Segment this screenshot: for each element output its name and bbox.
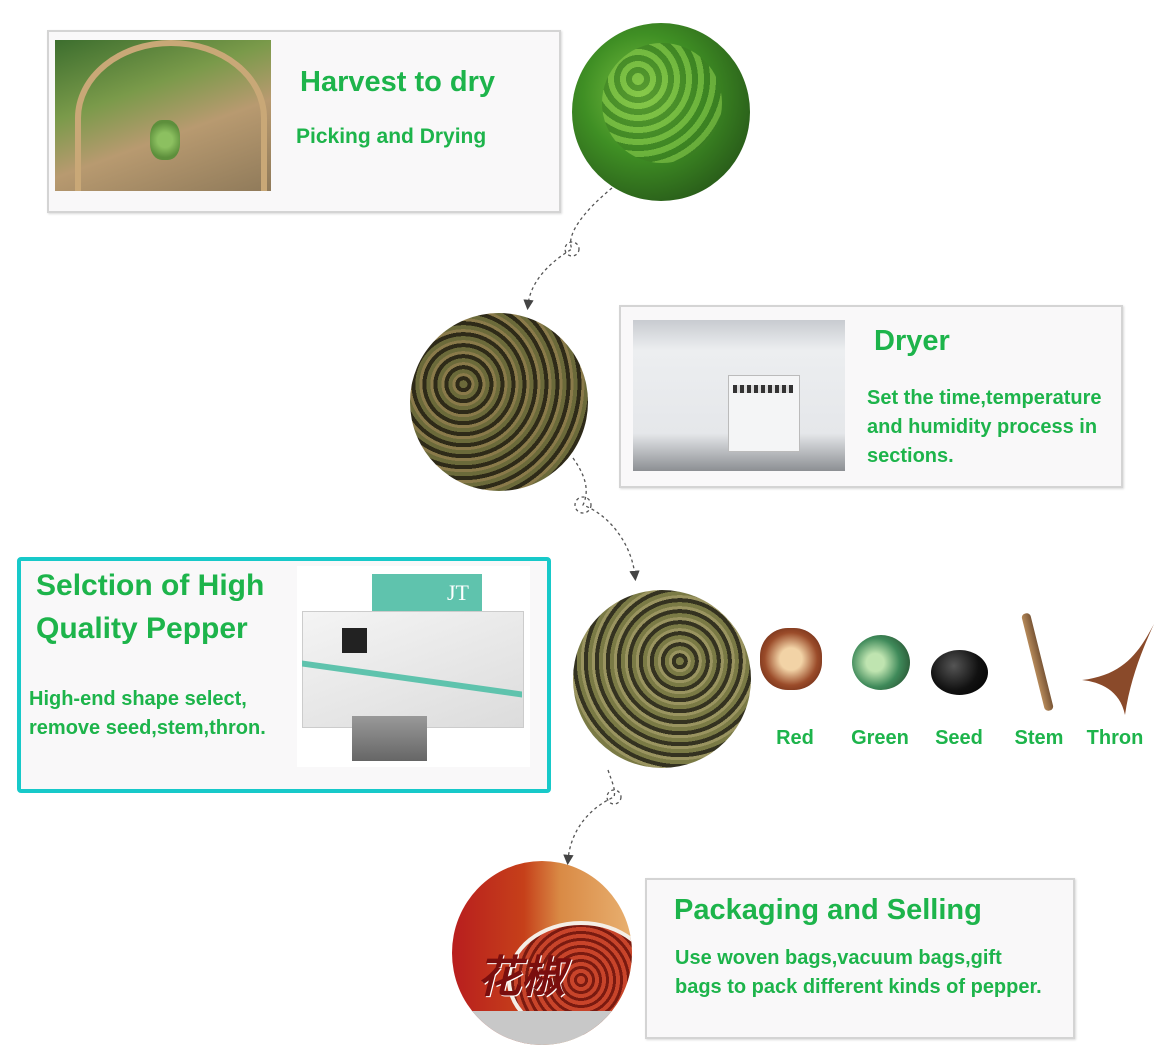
seed-icon: [931, 650, 988, 695]
harvest-title: Harvest to dry: [300, 66, 496, 98]
impurity-label-thron: Thron: [1086, 727, 1144, 749]
connector-3: [563, 769, 616, 866]
dryer-card: Dryer Set the time,temperature and humid…: [619, 305, 1123, 488]
dryer-photo: [633, 320, 845, 471]
impurity-label-seed: Seed: [935, 727, 983, 749]
green-husk-icon: [852, 635, 910, 690]
machine-logo: JT: [447, 580, 469, 605]
selection-title-line-1: Selction of High: [36, 569, 265, 602]
dryer-desc-line-2: and humidity process in: [867, 416, 1098, 438]
dryer-desc-line-3: sections.: [867, 445, 954, 467]
packaged-pepper-image: 花椒: [452, 861, 632, 1045]
fresh-pepper-image: [572, 23, 750, 201]
impurity-label-stem: Stem: [1014, 727, 1064, 749]
connector-node-2: [574, 496, 592, 514]
packaging-title: Packaging and Selling: [674, 894, 982, 926]
dryer-title: Dryer: [874, 325, 950, 357]
thorn-icon: [1082, 624, 1154, 715]
selection-desc-line-1: High-end shape select,: [29, 688, 247, 710]
impurity-label-red: Red: [776, 727, 814, 749]
harvest-photo: [55, 40, 271, 191]
impurity-label-green: Green: [851, 727, 909, 749]
harvest-subtitle: Picking and Drying: [296, 125, 487, 148]
packaging-card: Packaging and Selling Use woven bags,vac…: [645, 878, 1075, 1039]
selection-title-line-2: Quality Pepper: [36, 612, 248, 645]
packaging-desc-line-1: Use woven bags,vacuum bags,gift: [675, 947, 1002, 969]
dried-pepper-image: [410, 313, 588, 491]
harvest-card: Harvest to dry Picking and Drying: [47, 30, 561, 213]
connector-2: [572, 457, 640, 582]
red-husk-icon: [760, 628, 822, 690]
connector-node-1: [564, 241, 580, 257]
connector-node-3: [606, 789, 622, 805]
selection-card: Selction of High Quality Pepper High-end…: [17, 557, 551, 793]
dryer-desc-line-1: Set the time,temperature: [867, 387, 1102, 409]
color-sorter-machine-image: JT: [297, 566, 530, 767]
selection-desc-line-2: remove seed,stem,thron.: [29, 717, 266, 739]
sorted-pepper-image: [573, 590, 751, 768]
packaging-desc-line-2: bags to pack different kinds of pepper.: [675, 976, 1042, 998]
